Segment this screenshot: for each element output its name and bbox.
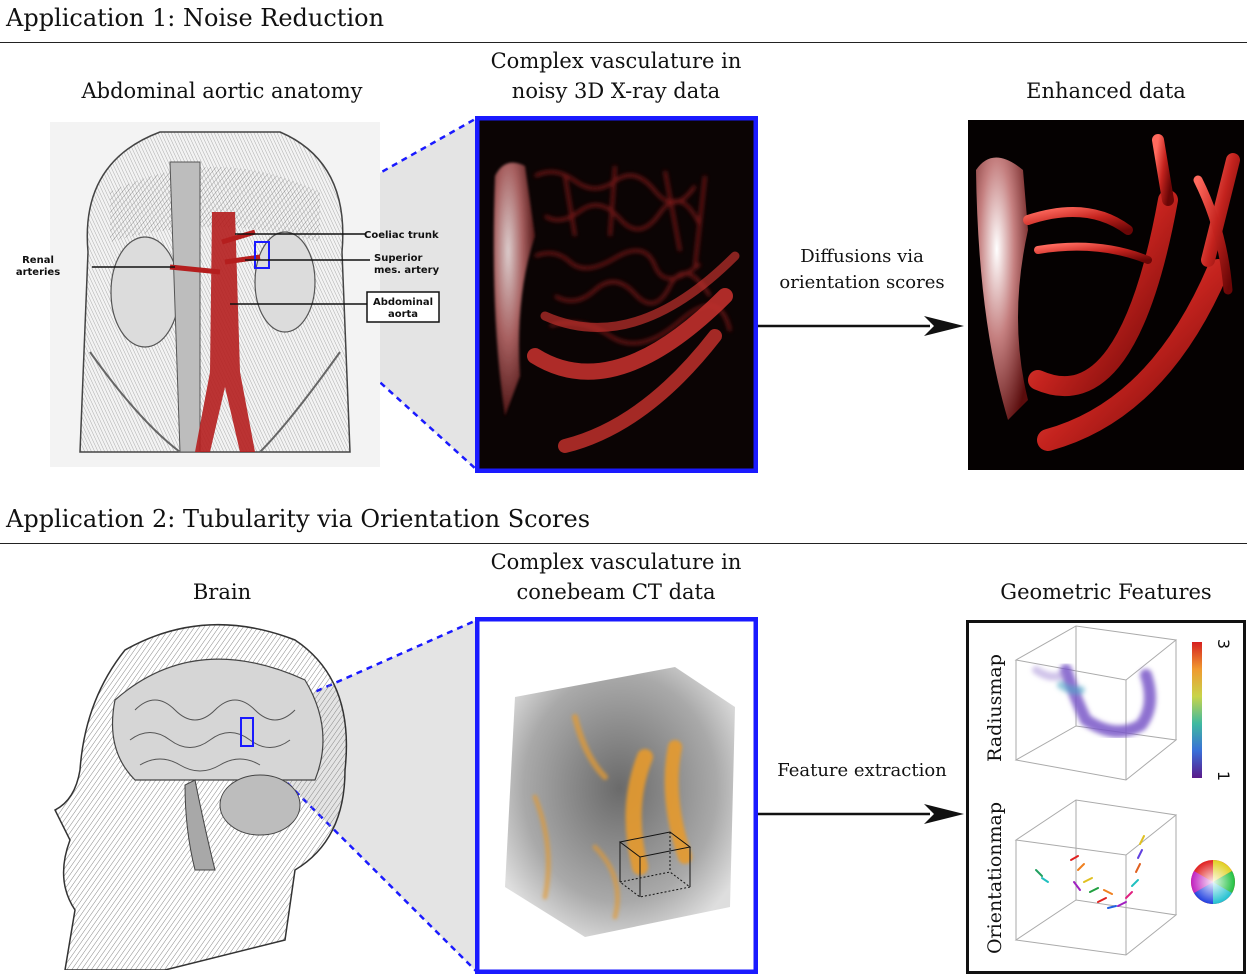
geometric-features-panel: 3 1 Radiusmap Orientationma — [966, 620, 1246, 974]
volume-fog — [505, 667, 735, 937]
colorbar-max-label: 3 — [1214, 639, 1233, 649]
roi-cube — [618, 831, 692, 898]
anno-text: mes. artery — [374, 265, 440, 276]
features-frame — [966, 620, 1246, 974]
anno-text: Superior — [374, 253, 422, 264]
cerebrum — [112, 658, 324, 781]
cerebellum — [219, 774, 301, 836]
zoom-frame — [475, 617, 758, 974]
diaphragm — [110, 167, 320, 242]
colorbar-min-label: 1 — [1214, 771, 1233, 781]
arrow-label-feature-extraction: Feature extraction — [777, 760, 947, 781]
vessel-tubes — [527, 251, 740, 453]
orientation-glyphs — [1035, 835, 1145, 909]
arrow-label-line: orientation scores — [779, 272, 945, 293]
label-superior-mes-artery: Superior mes. artery — [374, 253, 440, 276]
section-title-tubularity: Application 2: Tubularity via Orientatio… — [6, 505, 591, 533]
color-wheel — [1191, 860, 1235, 904]
caption-conebeam-ct: Complex vasculature in conebeam CT data — [466, 547, 766, 607]
label-coeliac-trunk: Coeliac trunk — [364, 230, 439, 241]
caption-line: Complex vasculature in — [490, 49, 742, 73]
bone-structure — [493, 162, 535, 416]
caption-enhanced-data: Enhanced data — [1026, 79, 1186, 103]
brainstem — [184, 779, 216, 871]
section-title-noise-reduction: Application 1: Noise Reduction — [6, 4, 385, 32]
abdominal-aorta — [195, 212, 255, 452]
caption-brain: Brain — [192, 580, 252, 604]
caption-line: conebeam CT data — [516, 580, 716, 604]
section-divider — [0, 42, 1247, 43]
section-divider — [0, 543, 1247, 544]
arrowhead — [924, 804, 964, 824]
enhanced-data-render — [968, 120, 1244, 470]
caption-abdominal-anatomy: Abdominal aortic anatomy — [81, 79, 363, 103]
anno-text: Coeliac trunk — [364, 230, 439, 241]
roi-box — [240, 717, 254, 747]
arrowhead — [924, 316, 964, 336]
roi-box — [254, 241, 270, 269]
conebeam-ct-render — [475, 617, 758, 974]
zoom-line — [255, 751, 478, 973]
label-abdominal-aorta: Abdominal aorta — [366, 291, 440, 323]
arrow-diffusions — [758, 316, 964, 336]
anno-text: Abdominal — [373, 297, 433, 308]
arrow-label-line: Diffusions via — [800, 246, 924, 267]
arrow-label-diffusions: Diffusions via orientation scores — [770, 244, 954, 296]
caption-line: noisy 3D X-ray data — [511, 79, 721, 103]
anno-text: aorta — [388, 309, 418, 320]
vessel-tubes — [1023, 134, 1240, 451]
colorbar — [1192, 642, 1202, 778]
zoom-line — [255, 618, 478, 720]
radius-map-box — [1014, 625, 1178, 781]
radius-map-label: Radiusmap — [984, 654, 1006, 762]
anno-text: Renal — [22, 255, 54, 266]
label-renal-arteries: Renal arteries — [16, 255, 60, 278]
caption-line: Complex vasculature in — [490, 550, 742, 574]
abdominal-anatomy-illustration — [50, 122, 380, 467]
noisy-xray-render — [475, 116, 758, 473]
radius-map-vessels — [1032, 664, 1156, 738]
brain-illustration — [53, 623, 348, 970]
arrow-feature-extraction — [758, 804, 964, 824]
anno-text: arteries — [16, 267, 60, 278]
caption-geometric-features: Geometric Features — [1000, 580, 1212, 604]
orientation-map-label: Orientationmap — [984, 802, 1006, 954]
bone-structure — [976, 157, 1028, 420]
zoom-frame — [475, 116, 758, 473]
caption-noisy-xray: Complex vasculature in noisy 3D X-ray da… — [466, 46, 766, 106]
